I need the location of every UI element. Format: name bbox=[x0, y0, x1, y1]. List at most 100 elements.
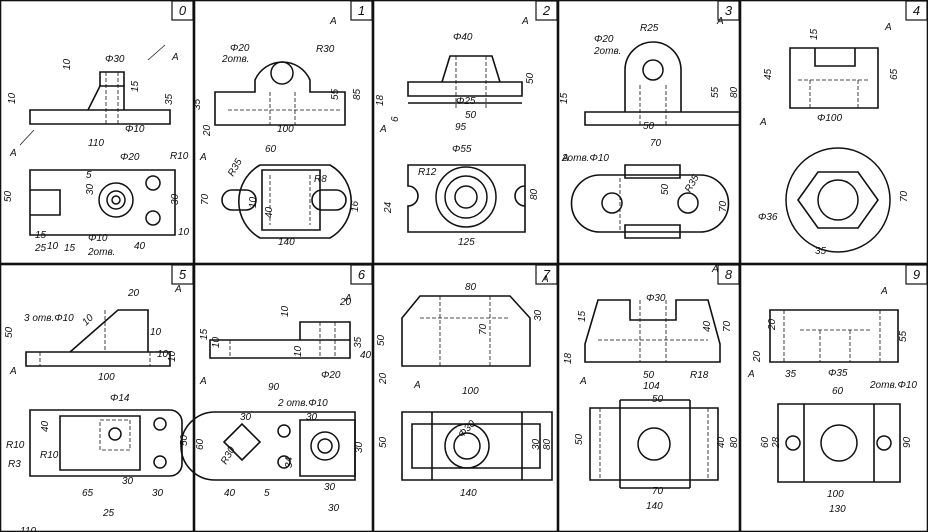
dimension-label: 20 bbox=[127, 288, 140, 299]
dimension-label: A bbox=[9, 148, 17, 159]
dimension-label: 15 bbox=[130, 80, 141, 92]
dimension-label: 40 bbox=[360, 350, 372, 361]
dimension-label: 30 bbox=[152, 488, 164, 499]
dimension-label: R10 bbox=[6, 440, 25, 451]
dimension-label: 10 bbox=[80, 312, 96, 328]
part-geometry bbox=[19, 44, 176, 236]
dimension-label: 70 bbox=[652, 486, 664, 497]
dimension-label: A bbox=[884, 22, 892, 33]
dimension-label: 16 bbox=[350, 200, 361, 212]
dimension-label: 90 bbox=[902, 436, 913, 448]
dimension-label: Φ30 bbox=[456, 418, 478, 440]
variant-number: 1 bbox=[358, 3, 365, 18]
variant-number: 9 bbox=[913, 267, 920, 282]
dimension-label: R8 bbox=[314, 174, 327, 185]
dimension-label: A bbox=[329, 16, 337, 27]
dimension-label: 70 bbox=[722, 320, 733, 332]
dimension-label: 50 bbox=[574, 433, 585, 445]
dimension-label: 2отв. bbox=[593, 46, 621, 57]
dimension-label: 34 bbox=[284, 456, 295, 468]
dimension-label: A bbox=[716, 16, 724, 27]
dimension-label: R30 bbox=[219, 445, 238, 467]
dimension-label: R25 bbox=[640, 23, 659, 34]
dimension-label: A bbox=[561, 153, 569, 164]
dimension-label: 30 bbox=[324, 482, 336, 493]
dimension-label: 20 bbox=[378, 372, 389, 385]
dimension-label: 3 отв.Φ10 bbox=[24, 313, 74, 324]
dimension-label: 30 bbox=[240, 412, 252, 423]
dimension-label: 100 bbox=[827, 489, 844, 500]
dimension-label: 30 bbox=[122, 476, 134, 487]
dimension-label: Φ20 bbox=[230, 43, 250, 54]
dimension-label: Φ20 bbox=[594, 34, 614, 45]
dimension-label: 80 bbox=[542, 438, 553, 450]
dimension-label: 40 bbox=[40, 420, 51, 432]
dimension-label: 2отв.Φ10 bbox=[561, 153, 609, 164]
dimension-label: A bbox=[199, 152, 207, 163]
dimension-label: A bbox=[344, 293, 352, 304]
dimension-label: R10 bbox=[40, 450, 59, 461]
dimension-label: 30 bbox=[531, 438, 542, 450]
dimension-label: 28 bbox=[771, 436, 782, 449]
part-geometry bbox=[25, 309, 183, 477]
dimension-label: 24 bbox=[383, 201, 394, 214]
dimension-label: Φ40 bbox=[453, 32, 473, 43]
dimension-label: Φ36 bbox=[758, 212, 778, 223]
dimension-label: 80 bbox=[465, 282, 477, 293]
variant-number: 0 bbox=[179, 3, 187, 18]
dimension-label: 30 bbox=[85, 183, 96, 195]
variant-number: 5 bbox=[179, 267, 187, 282]
part-geometry bbox=[214, 61, 352, 239]
dimension-label: 60 bbox=[832, 386, 844, 397]
dimension-label: Φ20 bbox=[321, 370, 341, 381]
dimension-label: 35 bbox=[785, 369, 797, 380]
dimension-label: 40 bbox=[224, 488, 236, 499]
dimension-label: Φ10 bbox=[88, 233, 108, 244]
dimension-label: 80 bbox=[729, 436, 740, 448]
dimension-label: 55 bbox=[898, 330, 909, 342]
dimension-label: 15 bbox=[559, 92, 570, 104]
dimension-label: 20 bbox=[767, 318, 778, 331]
dimension-label: 18 bbox=[375, 94, 386, 106]
dimension-label: 100 bbox=[98, 372, 115, 383]
dimension-label: 30 bbox=[328, 503, 340, 514]
dimension-label: Φ30 bbox=[105, 54, 125, 65]
dimension-label: 55 bbox=[330, 88, 341, 100]
dimension-label: 10 bbox=[150, 327, 162, 338]
dimension-label: 45 bbox=[763, 68, 774, 80]
dimension-label: 140 bbox=[460, 488, 477, 499]
dimension-label: R3 bbox=[8, 459, 21, 470]
dimension-label: 50 bbox=[643, 370, 655, 381]
dimension-label: R35 bbox=[683, 173, 702, 195]
dimension-label: 35 bbox=[192, 98, 203, 110]
dimension-label: 20 bbox=[202, 124, 213, 137]
dimension-label: 20 bbox=[339, 297, 352, 308]
dimension-label: 70 bbox=[650, 138, 662, 149]
dimension-label: 70 bbox=[718, 200, 729, 212]
dimension-label: 10 bbox=[157, 349, 169, 360]
dimension-label: 65 bbox=[82, 488, 94, 499]
part-geometry bbox=[785, 47, 891, 253]
dimension-label: A bbox=[747, 369, 755, 380]
dimension-label: A bbox=[379, 124, 387, 135]
part-geometry bbox=[769, 309, 901, 483]
dimension-label: 10 bbox=[293, 345, 304, 357]
dimension-label: 25 bbox=[34, 243, 47, 254]
dimension-label: 55 bbox=[710, 86, 721, 98]
dimension-label: 20 bbox=[752, 350, 763, 363]
dimension-label: 125 bbox=[458, 237, 475, 248]
dimension-label: R10 bbox=[170, 151, 189, 162]
dimension-label: 50 bbox=[376, 334, 387, 346]
dimension-label: 5 bbox=[86, 170, 92, 181]
variant-number: 2 bbox=[542, 3, 551, 18]
dimension-label: 140 bbox=[646, 501, 663, 512]
dimension-label: 110 bbox=[20, 526, 36, 532]
dimension-label: Φ100 bbox=[817, 113, 842, 124]
dimension-label: 100 bbox=[277, 124, 294, 135]
